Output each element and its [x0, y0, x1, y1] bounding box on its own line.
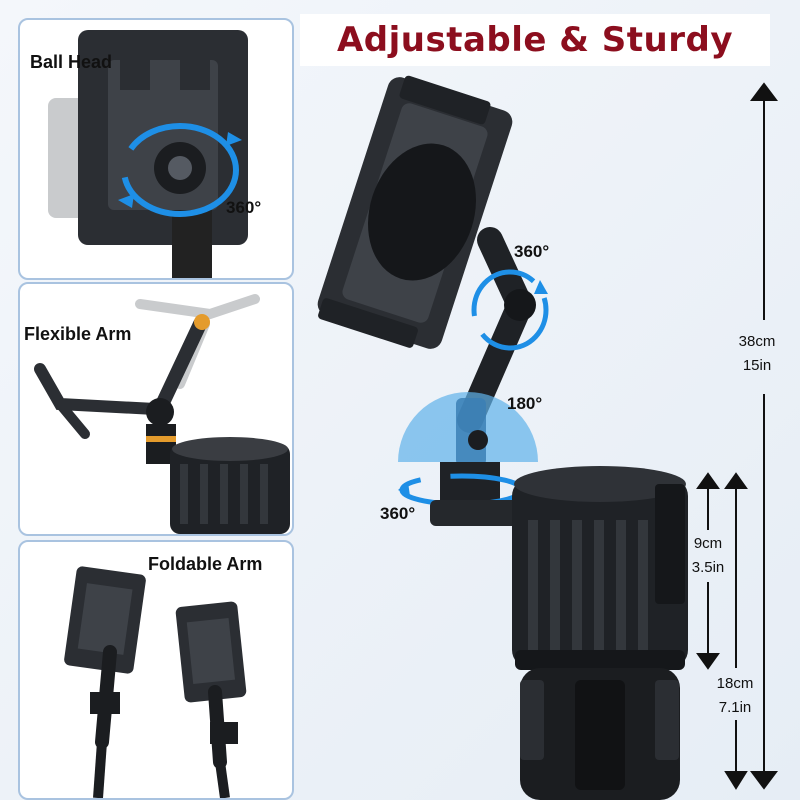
ball-head-label: Ball Head	[30, 52, 113, 72]
flexible-arm-panel: Flexible Arm	[18, 282, 294, 536]
flexible-arm-illustration	[34, 294, 290, 534]
folded-holder-left	[64, 566, 146, 798]
ball-head-angle: 360°	[226, 198, 262, 217]
flexible-arm-label: Flexible Arm	[24, 324, 132, 344]
folded-holder-right	[175, 601, 247, 798]
dimension-arrow-icon	[696, 82, 778, 790]
ball-head-panel: Ball Head 360°	[18, 18, 294, 280]
cup-height-in: 3.5in	[691, 559, 725, 576]
rotation-arrow-icon	[121, 123, 239, 217]
cup-height-label: 9cm 3.5in	[682, 532, 734, 580]
foldable-arm-panel: Foldable Arm	[18, 540, 294, 800]
foldable-arm-illustration	[64, 566, 247, 798]
tilt-angle: 180°	[507, 394, 543, 413]
foldable-arm-label: Foldable Arm	[148, 554, 263, 574]
title-banner: Adjustable & Sturdy	[300, 14, 770, 66]
holder-stem	[172, 210, 212, 278]
magnetic-pad	[368, 143, 476, 281]
page-title: Adjustable & Sturdy	[336, 20, 734, 60]
cup-height-cm: 9cm	[693, 535, 723, 552]
total-height-in: 15in	[742, 357, 772, 374]
ball-head-illustration	[48, 30, 248, 278]
arm-rotation-angle: 360°	[514, 242, 550, 261]
arm-joint	[504, 289, 536, 321]
base-height-label: 18cm 7.1in	[706, 672, 764, 720]
base-height-cm: 18cm	[716, 675, 754, 692]
rotation-arrow-icon	[471, 269, 549, 351]
cup-holder	[512, 466, 688, 800]
base-rotation-angle: 360°	[380, 504, 416, 523]
total-height-cm: 38cm	[738, 333, 776, 350]
total-height-label: 38cm 15in	[728, 330, 786, 378]
tablet-holder	[317, 75, 513, 349]
base-height-in: 7.1in	[718, 699, 752, 716]
